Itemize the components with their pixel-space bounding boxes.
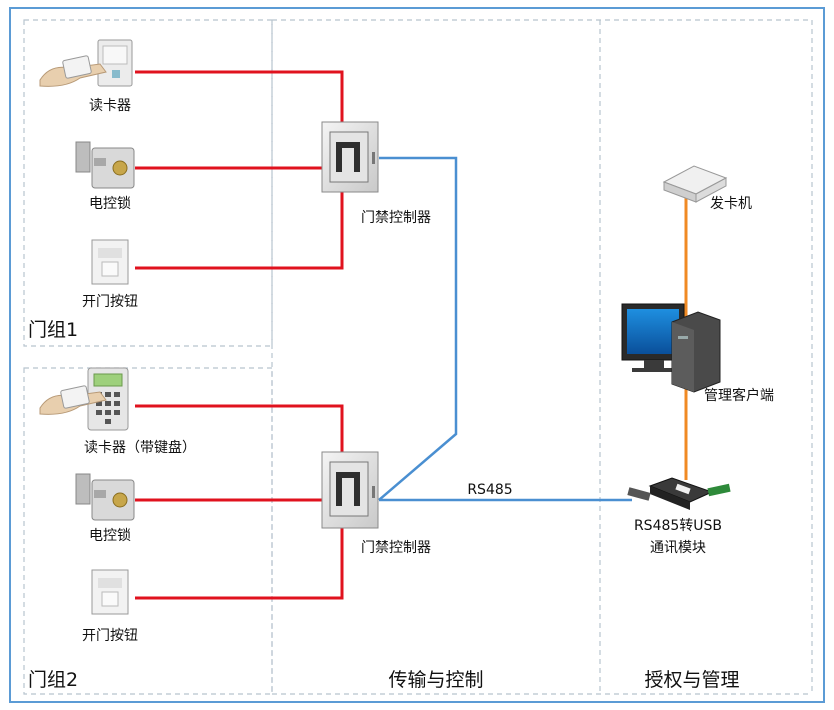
zone-transmission-label: 传输与控制 bbox=[388, 669, 483, 691]
keypad-card-reader-icon bbox=[39, 367, 129, 431]
zone-management-label: 授权与管理 bbox=[644, 669, 739, 691]
group2-reader-label: 读卡器（带键盘） bbox=[84, 439, 196, 456]
zone-dividers bbox=[23, 19, 813, 695]
exit-button-2-icon bbox=[91, 569, 129, 615]
zone-group2-label: 门组2 bbox=[28, 669, 78, 691]
rs485-link-label: RS485 bbox=[467, 482, 512, 498]
device-wires bbox=[135, 70, 344, 600]
group1-controller-label: 门禁控制器 bbox=[361, 210, 431, 226]
door-controller-2-icon bbox=[321, 451, 379, 529]
group2-button-label: 开门按钮 bbox=[82, 628, 138, 644]
card-reader-icon bbox=[39, 39, 133, 87]
electric-lock-2-icon bbox=[75, 473, 135, 521]
group1-button-label: 开门按钮 bbox=[82, 294, 138, 310]
client-label: 管理客户端 bbox=[704, 387, 774, 404]
group1-lock-label: 电控锁 bbox=[89, 196, 131, 212]
card-issuer-label: 发卡机 bbox=[710, 196, 752, 212]
computer-icon bbox=[621, 303, 721, 393]
rs485-usb-converter-icon bbox=[627, 477, 731, 510]
rs485-bus bbox=[378, 156, 632, 502]
door-controller-1-icon bbox=[321, 121, 379, 193]
converter-label-line2: 通讯模块 bbox=[650, 540, 706, 556]
electric-lock-icon bbox=[75, 141, 135, 189]
exit-button-icon bbox=[91, 239, 129, 285]
outer-frame bbox=[9, 7, 825, 703]
group2-lock-label: 电控锁 bbox=[89, 528, 131, 544]
zone-group1-label: 门组1 bbox=[28, 319, 78, 341]
group2-controller-label: 门禁控制器 bbox=[361, 540, 431, 556]
converter-label-line1: RS485转USB bbox=[634, 518, 722, 534]
card-issuer-icon bbox=[662, 165, 728, 203]
group1-reader-label: 读卡器 bbox=[89, 97, 131, 114]
